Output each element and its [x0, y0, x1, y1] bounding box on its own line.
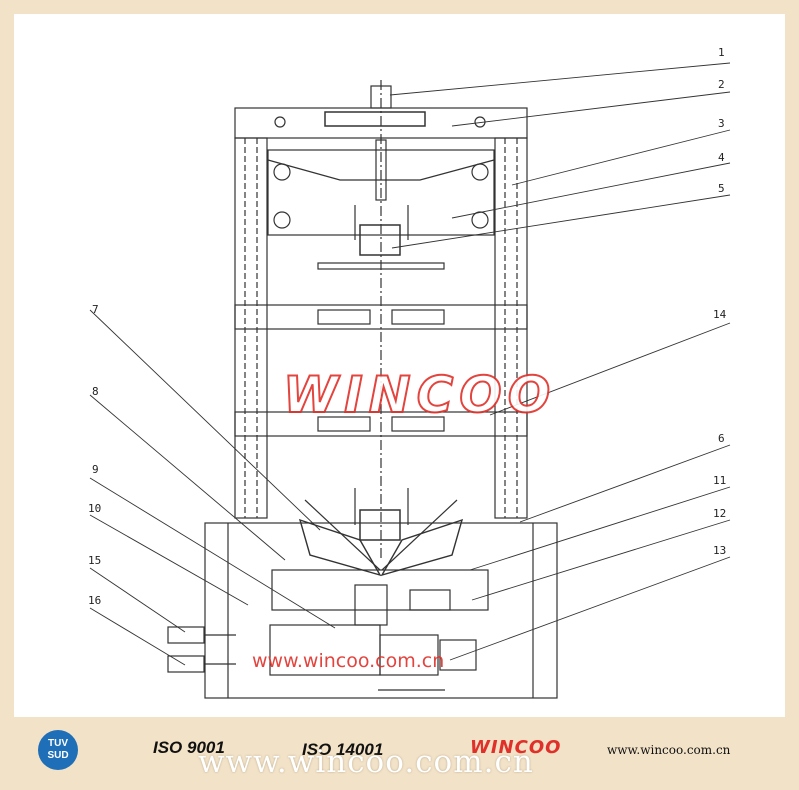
watermark-url: www.wincoo.com.cn — [252, 650, 445, 672]
callout-15: 15 — [88, 554, 102, 567]
iso-9001-logo: ISO 9001 — [153, 738, 225, 757]
drawing-frame: 1 2 3 4 5 6 7 8 9 10 11 12 13 14 15 16 — [14, 14, 785, 717]
watermark-logo: WINCOO — [282, 365, 557, 425]
callout-16: 16 — [88, 594, 102, 607]
callout-10: 10 — [88, 502, 102, 515]
brand-logo: WINCOO — [470, 737, 562, 758]
tuv-badge: TUV SUD — [38, 730, 78, 770]
callout-5: 5 — [718, 182, 725, 195]
leader-lines — [89, 62, 731, 666]
iso-14001-logo: ISO 14001 — [302, 740, 384, 759]
callout-2: 2 — [718, 78, 725, 91]
crossbeam-upper — [234, 304, 528, 330]
upper-carriage — [267, 149, 495, 236]
callout-6: 6 — [718, 432, 725, 445]
callout-13: 13 — [713, 544, 727, 557]
large-url-watermark: www.wincoo.com.cn — [198, 744, 534, 780]
callout-1: 1 — [718, 46, 725, 59]
base-frame — [204, 522, 558, 699]
callout-14: 14 — [713, 308, 727, 321]
callout-9: 9 — [92, 463, 99, 476]
callout-3: 3 — [718, 117, 725, 130]
website-text: www.wincoo.com.cn — [607, 743, 731, 757]
tuv-badge-text: TUV SUD — [47, 738, 69, 761]
left-column — [234, 137, 268, 519]
callout-11: 11 — [713, 474, 727, 487]
callout-4: 4 — [718, 151, 725, 164]
machine-drawing — [89, 62, 731, 699]
callout-8: 8 — [92, 385, 99, 398]
callout-12: 12 — [713, 507, 727, 520]
crossbeam-lower — [234, 411, 528, 437]
right-column — [494, 137, 528, 519]
callout-7: 7 — [92, 303, 99, 316]
